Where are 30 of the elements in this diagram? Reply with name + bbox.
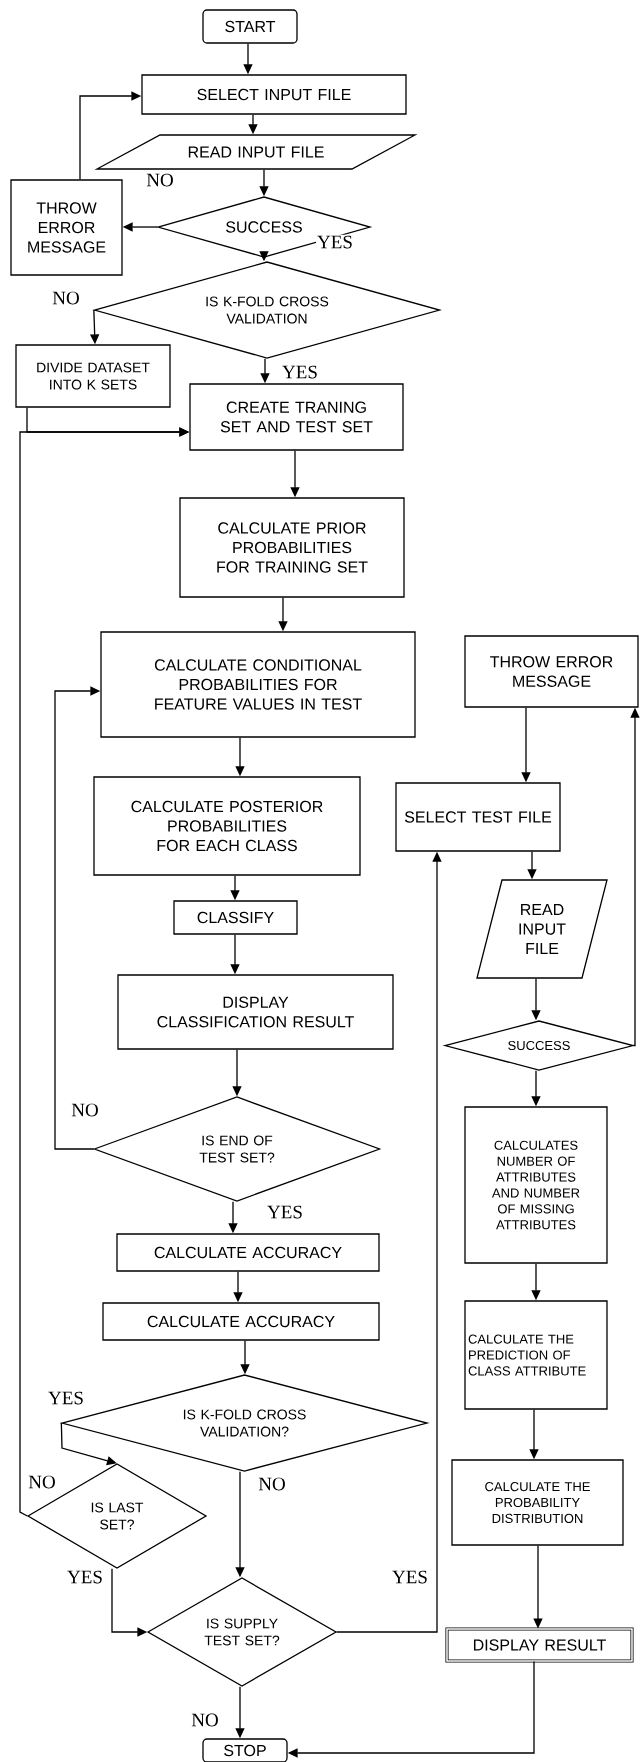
- edge-label: NO: [51, 290, 81, 306]
- process-box: DIVIDE DATASET INTO K SETS: [15, 344, 171, 408]
- process-box: CLASSIFY: [173, 900, 298, 935]
- terminal-box: STOP: [202, 1738, 288, 1762]
- process-box: CREATE TRANING SET AND TEST SET: [189, 383, 404, 451]
- edge-label: YES: [66, 1569, 104, 1585]
- process-box: THROW ERROR MESSAGE: [10, 179, 123, 276]
- input-parallelogram: READ INPUT FILE: [476, 879, 608, 979]
- process-box: CALCULATE PRIOR PROBABILITIES FOR TRAINING SET: [179, 497, 405, 598]
- edge-label: YES: [266, 1204, 304, 1220]
- process-box: CALCULATE THE PROBABILITY DISTRIBUTION: [451, 1459, 624, 1546]
- process-box: DISPLAY RESULT: [445, 1627, 634, 1663]
- edge-label: NO: [27, 1474, 57, 1490]
- process-box: CALCULATE POSTERIOR PROBABILITIES FOR EACH CLASS: [93, 776, 361, 876]
- edge-label: NO: [190, 1712, 220, 1728]
- process-box: CALCULATE CONDITIONAL PROBABILITIES FOR FEATURE VALUES IN TEST: [100, 631, 416, 738]
- process-box: DISPLAY CLASSIFICATION RESULT: [117, 974, 394, 1050]
- edge-label: YES: [316, 234, 354, 250]
- edge-label: YES: [281, 364, 319, 380]
- process-box: SELECT INPUT FILE: [141, 74, 407, 115]
- process-box: SELECT TEST FILE: [395, 782, 561, 852]
- edge-label: NO: [145, 172, 175, 188]
- terminal-box: START: [202, 9, 298, 44]
- process-box: CALCULATE ACCURACY: [116, 1233, 380, 1272]
- process-box: CALCULATE THE PREDICTION OF CLASS ATTRIBUTE: [464, 1300, 608, 1410]
- process-box: THROW ERROR MESSAGE: [464, 635, 639, 708]
- process-box: CALCULATE ACCURACY: [102, 1302, 380, 1341]
- edge-label: NO: [257, 1476, 287, 1492]
- process-box: CALCULATES NUMBER OF ATTRIBUTES AND NUMBER OF MISSING ATTRIBUTES: [464, 1106, 608, 1264]
- edge-label: YES: [391, 1569, 429, 1585]
